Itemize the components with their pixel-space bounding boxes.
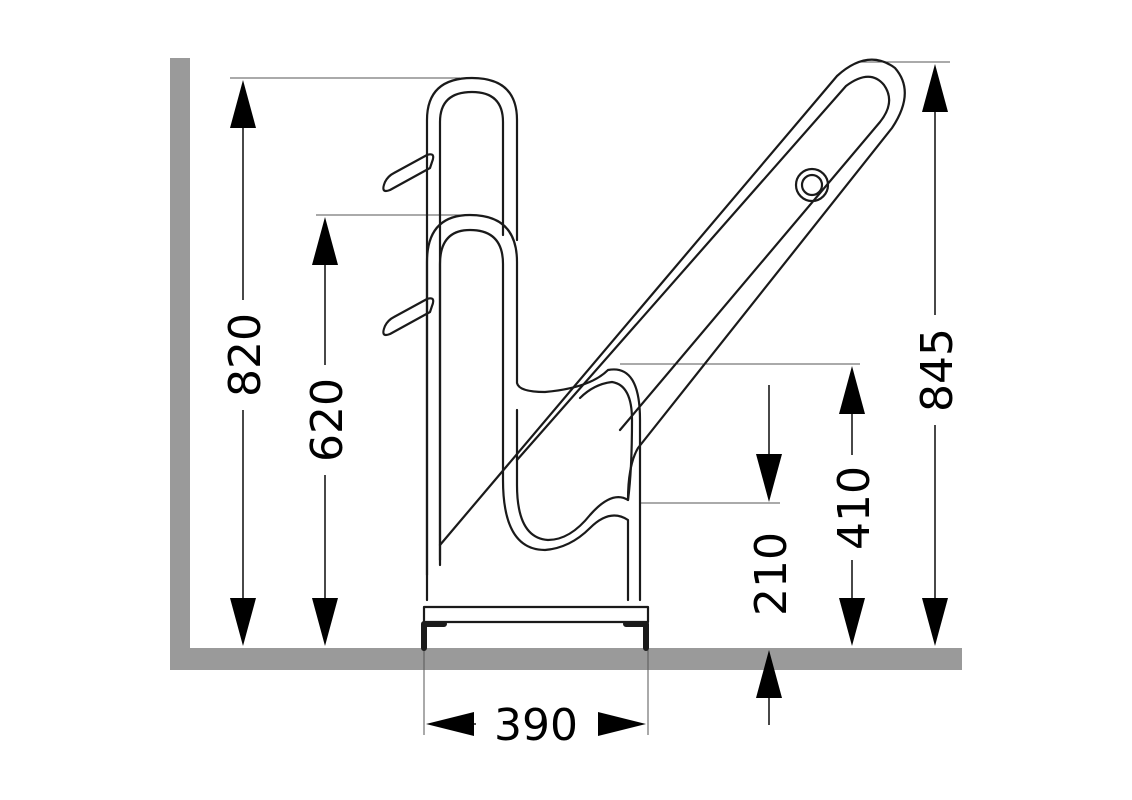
arrow-820-down (230, 598, 256, 646)
arrow-390-right (598, 712, 646, 736)
bike-rack (382, 58, 906, 651)
lower-loop-inner (438, 228, 630, 602)
wall (170, 58, 190, 670)
arrow-210-up (756, 650, 782, 698)
dimension-lines (230, 64, 948, 736)
right-foot (623, 621, 649, 651)
label-620: 620 (302, 378, 353, 462)
arrow-820-up (230, 80, 256, 128)
arrow-390-left (426, 712, 474, 736)
floor (170, 648, 962, 670)
diagonal-arm-outer (438, 58, 906, 547)
tall-loop-inner (438, 90, 505, 567)
tall-loop-outer (425, 76, 519, 577)
label-390: 390 (494, 700, 578, 751)
dimension-labels: 820 620 845 410 210 390 (220, 313, 963, 751)
arrow-620-down (312, 598, 338, 646)
label-845: 845 (912, 328, 963, 412)
lower-peg (382, 297, 435, 337)
arrow-210-down (756, 454, 782, 502)
upper-peg (382, 153, 435, 193)
base-plate (422, 605, 650, 624)
arm-bolt-outer (794, 167, 830, 203)
arrow-845-down (922, 598, 948, 646)
label-820: 820 (220, 313, 271, 397)
arrow-410-up (839, 366, 865, 414)
arrow-845-up (922, 64, 948, 112)
left-foot (421, 621, 447, 651)
label-410: 410 (829, 466, 880, 550)
lower-loop-outer (425, 213, 642, 602)
arrow-410-down (839, 598, 865, 646)
wall-and-floor (170, 58, 962, 670)
diagonal-arm-inner (515, 75, 891, 462)
arrow-620-up (312, 217, 338, 265)
arm-bolt-inner (800, 173, 824, 197)
label-210: 210 (746, 532, 797, 616)
